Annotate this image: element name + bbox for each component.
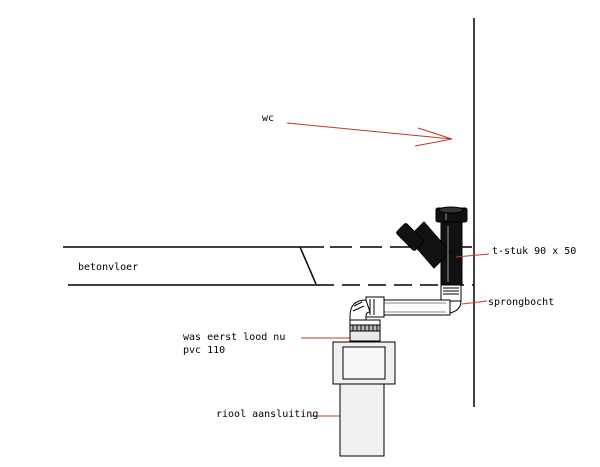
note-label-line1: was eerst lood nu bbox=[183, 332, 286, 343]
wc-label: wc bbox=[262, 113, 275, 124]
offset-bend bbox=[349, 284, 462, 321]
floor-label: betonvloer bbox=[78, 262, 139, 273]
wc-arrow bbox=[286, 122, 453, 147]
sewer-label: riool aansluiting bbox=[216, 409, 319, 420]
tee-leader bbox=[455, 253, 490, 258]
tee-label: t-stuk 90 x 50 bbox=[492, 246, 577, 257]
sewer-pipe bbox=[332, 341, 396, 457]
offset-leader bbox=[461, 300, 488, 305]
note-label-line2: pvc 110 bbox=[183, 345, 226, 356]
offset-bend-label: sprongbocht bbox=[488, 297, 555, 308]
reducer-fitting bbox=[349, 319, 381, 342]
